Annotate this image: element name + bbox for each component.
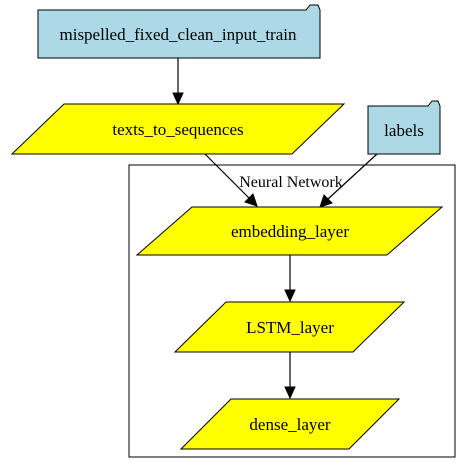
edge-labels-to-embedding bbox=[319, 153, 378, 208]
edge-input-to-texts bbox=[172, 58, 184, 106]
node-label-lstm-layer: LSTM_layer bbox=[246, 318, 334, 337]
edges bbox=[172, 58, 378, 400]
arrowhead bbox=[172, 92, 184, 106]
arrowhead bbox=[284, 289, 296, 303]
node-labels: labels bbox=[367, 100, 441, 155]
arrowhead bbox=[319, 194, 333, 208]
parallelogram-shape bbox=[179, 398, 401, 450]
parallelogram-shape bbox=[135, 206, 444, 256]
parallelogram-shape bbox=[10, 103, 346, 155]
node-lstm-layer: LSTM_layer bbox=[173, 301, 406, 353]
folder-icon bbox=[367, 100, 441, 155]
node-texts-to-sequences: texts_to_sequences bbox=[10, 103, 346, 155]
edge-line bbox=[327, 153, 378, 200]
cluster-border bbox=[128, 164, 456, 458]
cluster-label: Neural Network bbox=[239, 174, 343, 191]
node-dense-layer: dense_layer bbox=[179, 398, 401, 450]
edge-embedding-to-lstm bbox=[284, 255, 296, 303]
folder-icon bbox=[37, 4, 321, 59]
node-label-input-train: mispelled_fixed_clean_input_train bbox=[60, 25, 297, 44]
node-label-texts-to-sequences: texts_to_sequences bbox=[112, 120, 243, 139]
node-embedding-layer: embedding_layer bbox=[135, 206, 444, 256]
node-label-dense-layer: dense_layer bbox=[249, 415, 331, 434]
parallelogram-shape bbox=[173, 301, 406, 353]
arrowhead bbox=[284, 386, 296, 400]
arrowhead bbox=[244, 193, 258, 207]
node-label-labels: labels bbox=[384, 121, 424, 140]
edge-line bbox=[204, 153, 251, 200]
node-input-train: mispelled_fixed_clean_input_train bbox=[37, 4, 321, 59]
cluster-neural-network: Neural Network bbox=[128, 164, 456, 458]
edge-lstm-to-dense bbox=[284, 352, 296, 400]
edge-texts-to-embedding bbox=[204, 153, 258, 207]
node-label-embedding-layer: embedding_layer bbox=[231, 222, 349, 241]
